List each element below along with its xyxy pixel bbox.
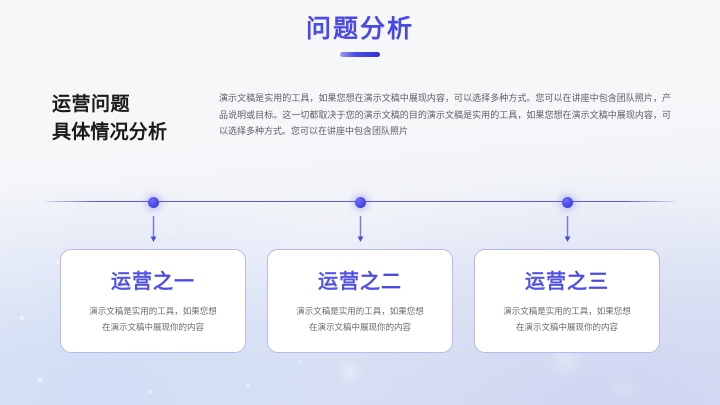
card-body: 演示文稿是实用的工具，如果您想 在演示文稿中展现你的内容: [73, 304, 233, 335]
title-block: 问题分析: [0, 15, 720, 57]
timeline-node-1[interactable]: [148, 196, 159, 208]
card-body-line-1: 演示文稿是实用的工具，如果您想: [503, 306, 631, 316]
content-card-3[interactable]: 运营之三 演示文稿是实用的工具，如果您想 在演示文稿中展现你的内容: [474, 249, 660, 353]
timeline-node-3[interactable]: [562, 196, 573, 208]
intro-row: 运营问题 具体情况分析 演示文稿是实用的工具，如果您想在演示文稿中展现内容，可以…: [0, 90, 720, 170]
card-body-line-1: 演示文稿是实用的工具，如果您想: [89, 306, 217, 316]
content-card-1[interactable]: 运营之一 演示文稿是实用的工具，如果您想 在演示文稿中展现你的内容: [60, 249, 246, 353]
section-heading-line-2: 具体情况分析: [52, 122, 168, 144]
card-body-line-2: 在演示文稿中展现你的内容: [308, 321, 411, 332]
card-title: 运营之二: [268, 265, 452, 294]
timeline-axis-line: [45, 201, 675, 203]
card-body: 演示文稿是实用的工具，如果您想 在演示文稿中展现你的内容: [487, 304, 647, 335]
section-heading-line-1: 运营问题: [52, 94, 131, 115]
card-body-line-2: 在演示文稿中展现你的内容: [101, 321, 204, 332]
card-title: 运营之一: [61, 265, 245, 294]
card-body-line-1: 演示文稿是实用的工具，如果您想: [296, 306, 424, 316]
title-underline-bar: [340, 51, 380, 57]
down-arrow-icon-2: [357, 216, 364, 242]
card-body-line-2: 在演示文稿中展现你的内容: [515, 321, 618, 332]
page-title: 问题分析: [0, 15, 720, 44]
section-heading: 运营问题 具体情况分析: [52, 91, 167, 147]
card-body: 演示文稿是实用的工具，如果您想 在演示文稿中展现你的内容: [280, 304, 440, 335]
content-card-2[interactable]: 运营之二 演示文稿是实用的工具，如果您想 在演示文稿中展现你的内容: [267, 249, 453, 353]
timeline-node-2[interactable]: [355, 196, 366, 208]
down-arrow-icon-1: [150, 216, 157, 242]
down-arrow-icon-3: [564, 216, 571, 242]
intro-paragraph: 演示文稿是实用的工具，如果您想在演示文稿中展现内容，可以选择多种方式。您可以在讲…: [219, 93, 671, 137]
card-title: 运营之三: [475, 265, 659, 294]
